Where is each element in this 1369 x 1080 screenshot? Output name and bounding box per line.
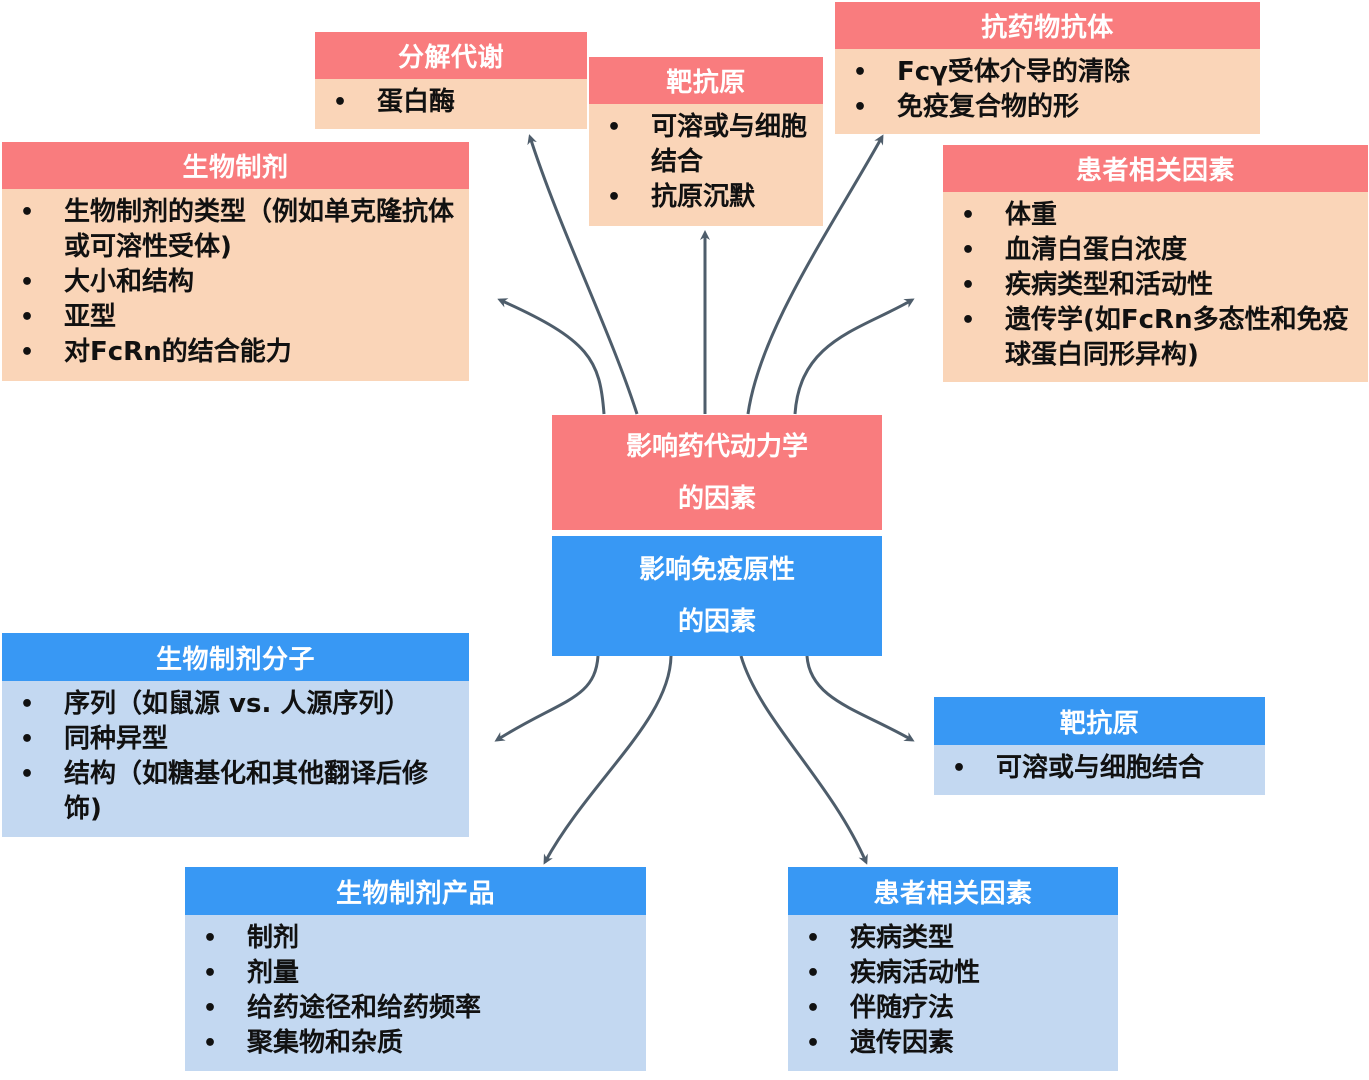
biologic-title: 生物制剂 — [2, 142, 469, 189]
molecule-item: 序列（如鼠源 vs. 人源序列） — [12, 687, 461, 722]
pk-target-item: 抗原沉默 — [599, 180, 815, 215]
catabolism-item: 蛋白酶 — [325, 85, 579, 120]
molecule-item: 结构（如糖基化和其他翻译后修饰) — [12, 757, 461, 827]
ada-item: Fcγ受体介导的清除 — [845, 55, 1252, 90]
arrow-to-imm-patient — [739, 655, 868, 865]
arrow-to-molecule — [494, 655, 600, 742]
imm-target-item: 可溶或与细胞结合 — [944, 751, 1257, 786]
ada-title: 抗药物抗体 — [835, 2, 1260, 49]
pk-patient-title: 患者相关因素 — [943, 145, 1368, 192]
product-title: 生物制剂产品 — [185, 867, 646, 915]
ada-item: 免疫复合物的形 — [845, 90, 1252, 125]
arrow-to-pk-patient — [793, 298, 915, 415]
imm-target-title: 靶抗原 — [934, 697, 1265, 745]
biologic-item: 大小和结构 — [12, 265, 461, 300]
biologic-item: 对FcRn的结合能力 — [12, 335, 461, 370]
immuno-center-line2: 的因素 — [677, 607, 756, 637]
pk-patient-box: 患者相关因素 体重 血清白蛋白浓度 疾病类型和活动性 遗传学(如FcRn多态性和… — [943, 145, 1368, 382]
arrow-to-product — [543, 655, 673, 865]
pk-patient-item: 遗传学(如FcRn多态性和免疫球蛋白同形异构) — [953, 303, 1360, 373]
pk-patient-item: 体重 — [953, 198, 1360, 233]
pk-center-box: 影响药代动力学 的因素 — [552, 415, 882, 530]
molecule-item: 同种异型 — [12, 722, 461, 757]
arrow-to-catabolism — [527, 134, 639, 415]
imm-patient-item: 伴随疗法 — [798, 991, 1110, 1026]
biologic-item: 亚型 — [12, 300, 461, 335]
pk-patient-item: 疾病类型和活动性 — [953, 268, 1360, 303]
molecule-title: 生物制剂分子 — [2, 633, 469, 681]
pk-patient-item: 血清白蛋白浓度 — [953, 233, 1360, 268]
product-item: 聚集物和杂质 — [195, 1026, 638, 1061]
product-item: 制剂 — [195, 921, 638, 956]
imm-target-box: 靶抗原 可溶或与细胞结合 — [934, 697, 1265, 795]
imm-patient-box: 患者相关因素 疾病类型 疾病活动性 伴随疗法 遗传因素 — [788, 867, 1118, 1071]
arrow-to-imm-target — [805, 655, 915, 742]
imm-patient-item: 遗传因素 — [798, 1026, 1110, 1061]
biologic-item: 生物制剂的类型（例如单克隆抗体或可溶性受体) — [12, 195, 461, 265]
pk-target-title: 靶抗原 — [589, 57, 823, 104]
pk-target-box: 靶抗原 可溶或与细胞结合 抗原沉默 — [589, 57, 823, 226]
pk-center-line2: 的因素 — [677, 483, 756, 514]
biologic-box: 生物制剂 生物制剂的类型（例如单克隆抗体或可溶性受体) 大小和结构 亚型 对Fc… — [2, 142, 469, 381]
imm-patient-item: 疾病活动性 — [798, 956, 1110, 991]
arrow-to-ada — [746, 134, 884, 415]
imm-patient-title: 患者相关因素 — [788, 867, 1118, 915]
pk-target-item: 可溶或与细胞结合 — [599, 110, 815, 180]
molecule-box: 生物制剂分子 序列（如鼠源 vs. 人源序列） 同种异型 结构（如糖基化和其他翻… — [2, 633, 469, 837]
catabolism-box: 分解代谢 蛋白酶 — [315, 32, 587, 129]
pk-center-line1: 影响药代动力学 — [625, 431, 808, 462]
product-box: 生物制剂产品 制剂 剂量 给药途径和给药频率 聚集物和杂质 — [185, 867, 646, 1071]
arrow-to-biologic — [497, 298, 606, 415]
immuno-center-line1: 影响免疫原性 — [638, 555, 795, 585]
ada-box: 抗药物抗体 Fcγ受体介导的清除 免疫复合物的形 — [835, 2, 1260, 134]
product-item: 剂量 — [195, 956, 638, 991]
imm-patient-item: 疾病类型 — [798, 921, 1110, 956]
catabolism-title: 分解代谢 — [315, 32, 587, 79]
immuno-center-box: 影响免疫原性 的因素 — [552, 536, 882, 656]
product-item: 给药途径和给药频率 — [195, 991, 638, 1026]
